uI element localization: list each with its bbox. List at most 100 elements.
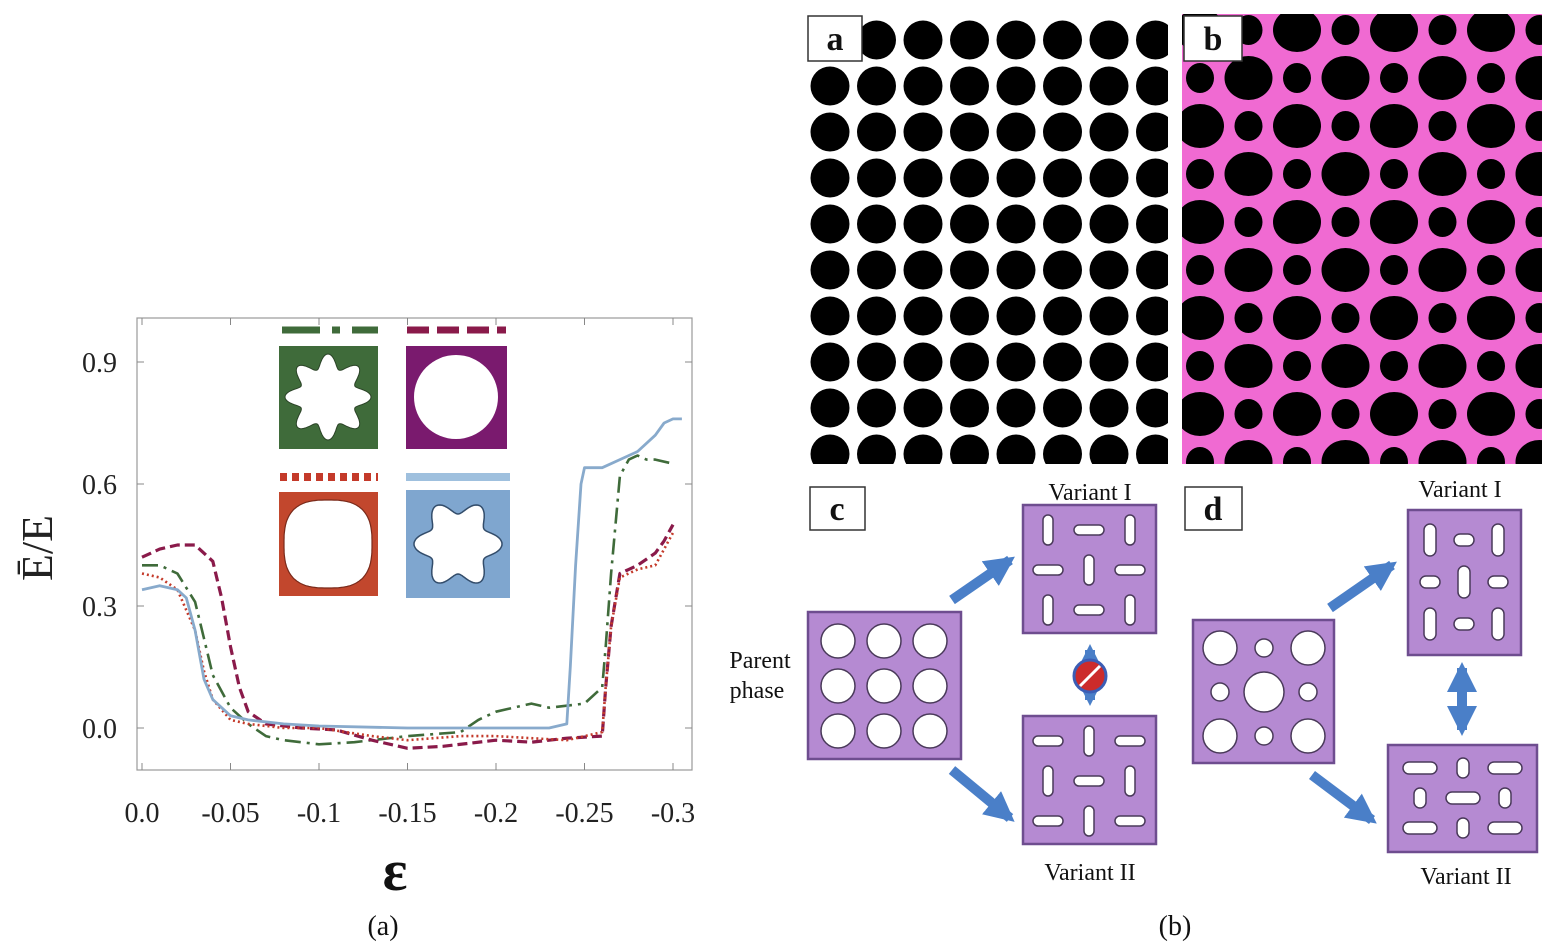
photo-b-hole-small (1283, 159, 1311, 189)
photo-b-hole-small (1525, 15, 1542, 45)
photo-a-hole (1043, 204, 1082, 244)
photo-a-hole (857, 112, 896, 152)
photo-b-hole-large (1224, 440, 1273, 464)
x-tick-label: -0.3 (651, 798, 695, 829)
cell-slot (1402, 761, 1438, 775)
photo-b-hole-small (1428, 15, 1457, 45)
photo-b-hole-small (1186, 159, 1214, 189)
cell-slot (1124, 594, 1136, 626)
photo-a-hole (810, 158, 850, 198)
photo-a-hole (903, 388, 943, 428)
photo-a-hole (857, 158, 896, 198)
d-parent-hole (1290, 718, 1326, 754)
panel-a-label-box (807, 15, 863, 62)
c-parent-hole (912, 713, 948, 749)
photo-b-hole-small (1283, 63, 1311, 93)
photo-a-hole (1043, 20, 1082, 60)
photo-a-hole (903, 204, 943, 244)
photo-a-hole (1089, 158, 1129, 198)
photo-b-hole-small (1525, 111, 1542, 141)
photo-b-hole-small (1186, 447, 1214, 464)
photo-a-hole (1089, 296, 1129, 336)
c-variant-II-label: Variant II (1044, 860, 1135, 886)
photo-a-hole (996, 434, 1036, 464)
photo-b-hole-large (1224, 56, 1273, 100)
photo-a-hole (903, 66, 943, 106)
photo-a-hole (950, 388, 989, 428)
figure-panel-b: a b c Parent phase Variant I Variant II … (729, 14, 1542, 942)
photo-a-hole (1043, 342, 1082, 382)
cell-slot (1073, 524, 1105, 536)
y-tick-label: 0.0 (82, 714, 117, 745)
d-parent-hole (1290, 630, 1326, 666)
photo-a-hole (857, 250, 896, 290)
photo-a-hole (950, 204, 989, 244)
y-tick-label: 0.9 (82, 348, 117, 379)
photo-a-hole (1089, 66, 1129, 106)
series-line-blue-star-hole (141, 417, 682, 730)
diagram-d: d Variant I Variant II (1184, 477, 1539, 890)
photo-b-hole-large (1370, 104, 1418, 148)
c-parent-hole (820, 623, 856, 659)
photo-a-hole (1136, 434, 1168, 464)
photo-b-hole-small (1428, 399, 1457, 429)
photo-b-hole-small (1428, 303, 1457, 333)
photo-a-hole (857, 204, 896, 244)
photo-b-hole-large (1224, 152, 1273, 196)
photo-a-hole (1089, 388, 1129, 428)
photo-b-hole-small (1186, 63, 1214, 93)
cell-slot (1032, 815, 1064, 827)
photo-b-hole-large (1321, 344, 1370, 388)
photo-a-hole (1043, 296, 1082, 336)
photo-b-hole-small (1234, 207, 1263, 237)
d-parent-hole (1202, 718, 1238, 754)
photo-a-hole (1043, 66, 1082, 106)
photo-b-hole-large (1418, 152, 1467, 196)
photo-b-hole-small (1283, 255, 1311, 285)
cell-slot (1032, 564, 1064, 576)
photo-a-hole (950, 66, 989, 106)
photo-b-hole-large (1418, 344, 1467, 388)
photo-a-hole (810, 112, 850, 152)
cell-slot (1413, 787, 1427, 809)
c-parent-hole (866, 623, 902, 659)
panel-c-label: c (829, 491, 844, 528)
photo-b-hole-large (1515, 248, 1542, 292)
photo-a-hole (810, 388, 850, 428)
x-tick-label: -0.1 (297, 798, 341, 829)
photo-a-hole (996, 342, 1036, 382)
photo-b-hole-large (1370, 296, 1418, 340)
photo-b-hole-small (1283, 351, 1311, 381)
photo-b-hole-large (1467, 104, 1515, 148)
y-axis-label: Ē/E (13, 515, 62, 581)
cell-slot (1423, 523, 1437, 557)
photo-a-hole (857, 296, 896, 336)
photo-b-hole-small (1525, 303, 1542, 333)
d-variant-II-label: Variant II (1420, 864, 1511, 890)
photo-b-hole-small (1477, 63, 1505, 93)
photo-a-hole (1136, 296, 1168, 336)
c-parent-hole (866, 668, 902, 704)
photo-a-hole (950, 296, 989, 336)
c-parent-hole (820, 713, 856, 749)
cell-slot (1042, 514, 1054, 546)
x-tick-label: -0.2 (474, 798, 518, 829)
photo-b-pink-lattice: b (1182, 14, 1542, 464)
legend-insets (279, 326, 510, 598)
photo-b-hole-large (1182, 392, 1224, 436)
photo-a-white-lattice: a (806, 14, 1168, 464)
photo-a-hole (903, 296, 943, 336)
photo-a-hole (1136, 204, 1168, 244)
chart-panel-a: 0.00.30.60.9 0.0-0.05-0.1-0.15-0.2-0.25-… (13, 317, 695, 942)
photo-b-hole-small (1331, 15, 1360, 45)
panel-c-label-box (809, 486, 866, 531)
photo-b-hole-small (1477, 351, 1505, 381)
photo-b-hole-large (1418, 56, 1467, 100)
photo-a-hole (810, 296, 850, 336)
photo-b-hole-large (1515, 56, 1542, 100)
photo-a-hole (1043, 112, 1082, 152)
c-variant-I-label: Variant I (1048, 480, 1131, 506)
photo-a-hole (996, 204, 1036, 244)
photo-a-hole (903, 434, 943, 464)
photo-b-hole-large (1224, 248, 1273, 292)
